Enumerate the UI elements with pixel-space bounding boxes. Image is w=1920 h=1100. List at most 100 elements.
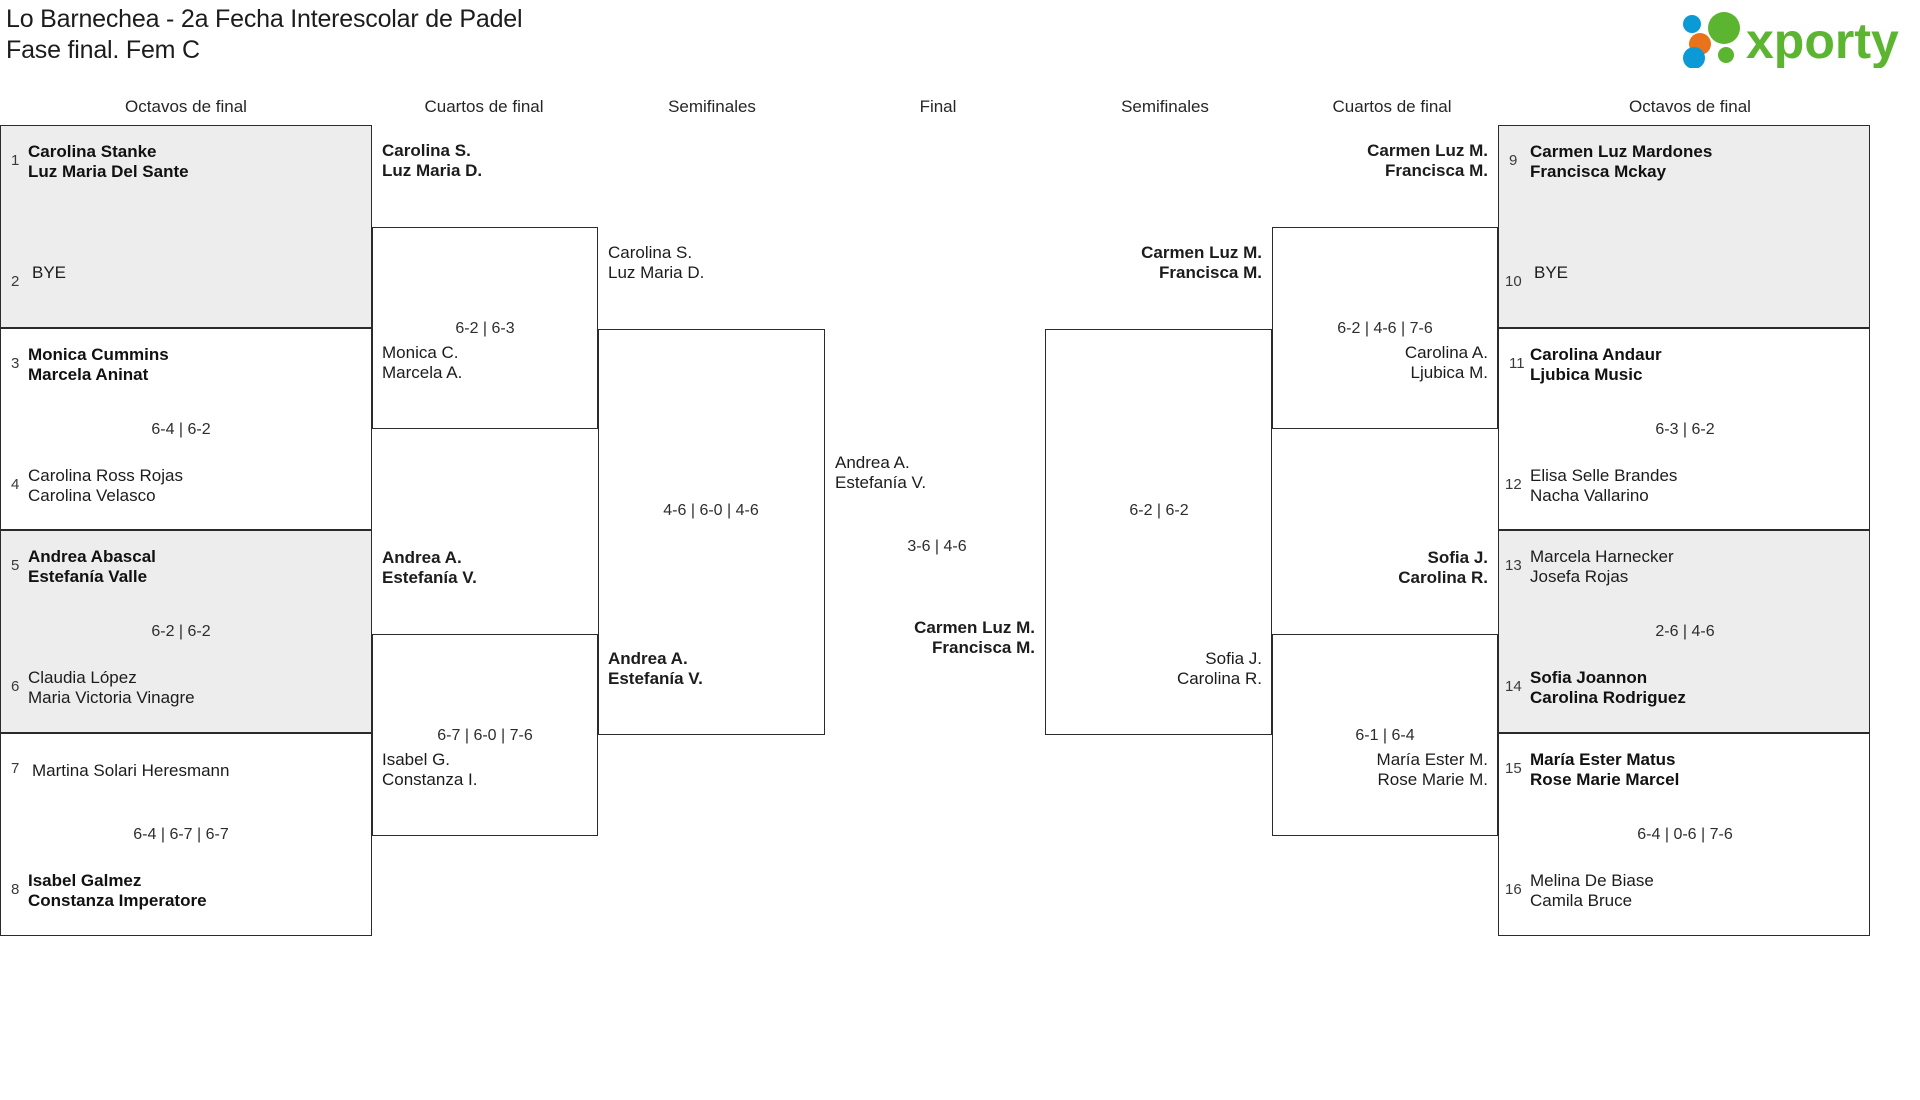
match-score: 6-2 | 6-3 [455, 320, 515, 337]
team-name-line-2: Luz Maria Del Sante [28, 162, 189, 181]
title-line-2: Fase final. Fem C [6, 36, 200, 64]
team-name-line-1: Martina Solari Heresmann [32, 761, 230, 780]
match-right-octavos-2[interactable]: 11 Carolina Andaur Ljubica Music 12 Elis… [1498, 328, 1870, 530]
team-name-line-2: Carolina Velasco [28, 486, 156, 505]
team-name-line-1: Carolina S. [382, 141, 471, 160]
seed-number: 5 [11, 557, 20, 574]
seed-number: 8 [11, 881, 20, 898]
match-right-cuartos-1[interactable]: Carmen Luz M. Francisca M. Carolina A. L… [1272, 125, 1498, 429]
team-name-line-1: Elisa Selle Brandes [1530, 466, 1678, 485]
team-name-line-2: Rose Marie M. [1377, 770, 1488, 789]
match-bracket-frame [1272, 634, 1498, 836]
team-name-line-1: BYE [1534, 263, 1569, 282]
match-left-cuartos-1[interactable]: Carolina S. Luz Maria D. Monica C. Marce… [372, 125, 598, 429]
match-score: 6-4 | 6-7 | 6-7 [133, 826, 229, 843]
team-name-line-1: Monica Cummins [28, 345, 169, 364]
match-bracket-frame [372, 634, 598, 836]
team-name-line-1: Carmen Luz M. [1141, 243, 1262, 262]
team-name-line-2: Marcela A. [382, 363, 463, 382]
team-name-line-1: María Ester M. [1376, 750, 1488, 769]
match-right-octavos-1[interactable]: 9 Carmen Luz Mardones Francisca Mckay 10… [1498, 125, 1870, 328]
seed-number: 14 [1505, 678, 1522, 695]
team-name-line-1: Andrea Abascal [28, 547, 156, 566]
seed-number: 10 [1505, 273, 1522, 290]
team-name-line-1: Isabel Galmez [28, 871, 142, 890]
match-left-cuartos-2[interactable]: Andrea A. Estefanía V. Isabel G. Constan… [372, 532, 598, 836]
match-bracket-frame [598, 329, 825, 735]
team-name-line-2: Ljubica M. [1410, 363, 1488, 382]
team-name-line-2: Ljubica Music [1530, 365, 1643, 384]
team-name-line-2: Marcela Aninat [28, 365, 149, 384]
match-final[interactable]: Andrea A. Estefanía V. Carmen Luz M. Fra… [825, 430, 1045, 735]
team-name-line-2: Francisca Mckay [1530, 162, 1667, 181]
seed-number: 6 [11, 678, 20, 695]
seed-number: 13 [1505, 557, 1522, 574]
round-header-right-semis: Semifinales [1121, 97, 1209, 116]
match-left-semifinal[interactable]: Carolina S. Luz Maria D. Andrea A. Estef… [598, 227, 825, 735]
round-header-right-octavos: Octavos de final [1629, 97, 1751, 116]
match-right-semifinal[interactable]: Carmen Luz M. Francisca M. Sofia J. Caro… [1045, 227, 1272, 735]
seed-number: 1 [11, 152, 20, 169]
team-name-line-2: Luz Maria D. [608, 263, 705, 282]
team-name-line-2: Luz Maria D. [382, 161, 483, 180]
team-name-line-2: Estefanía V. [608, 669, 703, 688]
team-name-line-1: Sofia J. [1427, 548, 1488, 567]
team-name-line-2: Estefanía V. [835, 473, 927, 492]
team-name-line-1: Carolina Andaur [1530, 345, 1662, 364]
match-score: 6-2 | 6-2 [1129, 502, 1189, 519]
match-bracket-frame [1045, 329, 1272, 735]
team-name-line-1: Andrea A. [835, 453, 910, 472]
seed-number: 4 [11, 476, 20, 493]
match-left-octavos-2[interactable]: 3 Monica Cummins Marcela Aninat 4 Caroli… [0, 328, 372, 530]
team-name-line-2: Nacha Vallarino [1530, 486, 1649, 505]
team-name-line-2: Constanza I. [382, 770, 478, 789]
team-name-line-2: Rose Marie Marcel [1530, 770, 1680, 789]
seed-number: 15 [1505, 760, 1522, 777]
match-score: 4-6 | 6-0 | 4-6 [663, 502, 759, 519]
team-name-line-1: Carmen Luz M. [914, 618, 1035, 637]
seed-number: 3 [11, 355, 20, 372]
team-name-line-1: Andrea A. [608, 649, 688, 668]
match-score: 6-7 | 6-0 | 7-6 [437, 727, 533, 744]
match-score: 6-4 | 6-2 [151, 421, 211, 438]
svg-text:xporty: xporty [1746, 13, 1899, 68]
match-left-octavos-4[interactable]: 7 Martina Solari Heresmann 8 Isabel Galm… [0, 733, 372, 936]
team-name-line-2: Estefanía Valle [28, 567, 148, 586]
team-name-line-2: Camila Bruce [1530, 891, 1633, 910]
team-name-line-2: Josefa Rojas [1530, 567, 1629, 586]
match-left-octavos-3[interactable]: 5 Andrea Abascal Estefanía Valle 6 Claud… [0, 530, 372, 733]
team-name-line-1: Andrea A. [382, 548, 462, 567]
xporty-logo: xporty [1670, 6, 1910, 68]
match-score: 3-6 | 4-6 [907, 538, 967, 555]
seed-number: 2 [11, 273, 20, 290]
xporty-logo-icon: xporty [1683, 12, 1899, 68]
match-score: 2-6 | 4-6 [1655, 623, 1715, 640]
round-header-left-octavos: Octavos de final [125, 97, 247, 116]
seed-number: 16 [1505, 881, 1522, 898]
match-score: 6-1 | 6-4 [1355, 727, 1415, 744]
team-name-line-2: Constanza Imperatore [28, 891, 207, 910]
round-header-final: Final [919, 97, 957, 116]
team-name-line-1: Carmen Luz Mardones [1530, 142, 1713, 161]
team-name-line-2: Carolina R. [1176, 669, 1262, 688]
team-name-line-1: Carolina Ross Rojas [28, 466, 183, 485]
team-name-line-1: Carolina Stanke [28, 142, 157, 161]
match-score: 6-2 | 4-6 | 7-6 [1337, 320, 1433, 337]
team-name-line-2: Francisca M. [932, 638, 1035, 657]
match-score: 6-4 | 0-6 | 7-6 [1637, 826, 1733, 843]
match-bracket-frame [1272, 227, 1498, 429]
match-right-cuartos-2[interactable]: Sofia J. Carolina R. María Ester M. Rose… [1272, 532, 1498, 836]
match-right-octavos-3[interactable]: 13 Marcela Harnecker Josefa Rojas 14 Sof… [1498, 530, 1870, 733]
team-name-line-2: Carolina Rodriguez [1530, 688, 1686, 707]
match-right-octavos-4[interactable]: 15 María Ester Matus Rose Marie Marcel 1… [1498, 733, 1870, 936]
round-header-right-cuartos: Cuartos de final [1332, 97, 1452, 116]
seed-number: 11 [1509, 355, 1525, 372]
match-left-octavos-1[interactable]: 1 Carolina Stanke Luz Maria Del Sante 2 … [0, 125, 372, 328]
team-name-line-1: Sofia J. [1205, 649, 1262, 668]
round-header-left-semis: Semifinales [668, 97, 756, 116]
team-name-line-1: María Ester Matus [1530, 750, 1676, 769]
seed-number: 9 [1509, 152, 1518, 169]
team-name-line-2: Carolina R. [1398, 568, 1488, 587]
team-name-line-2: Maria Victoria Vinagre [28, 688, 195, 707]
